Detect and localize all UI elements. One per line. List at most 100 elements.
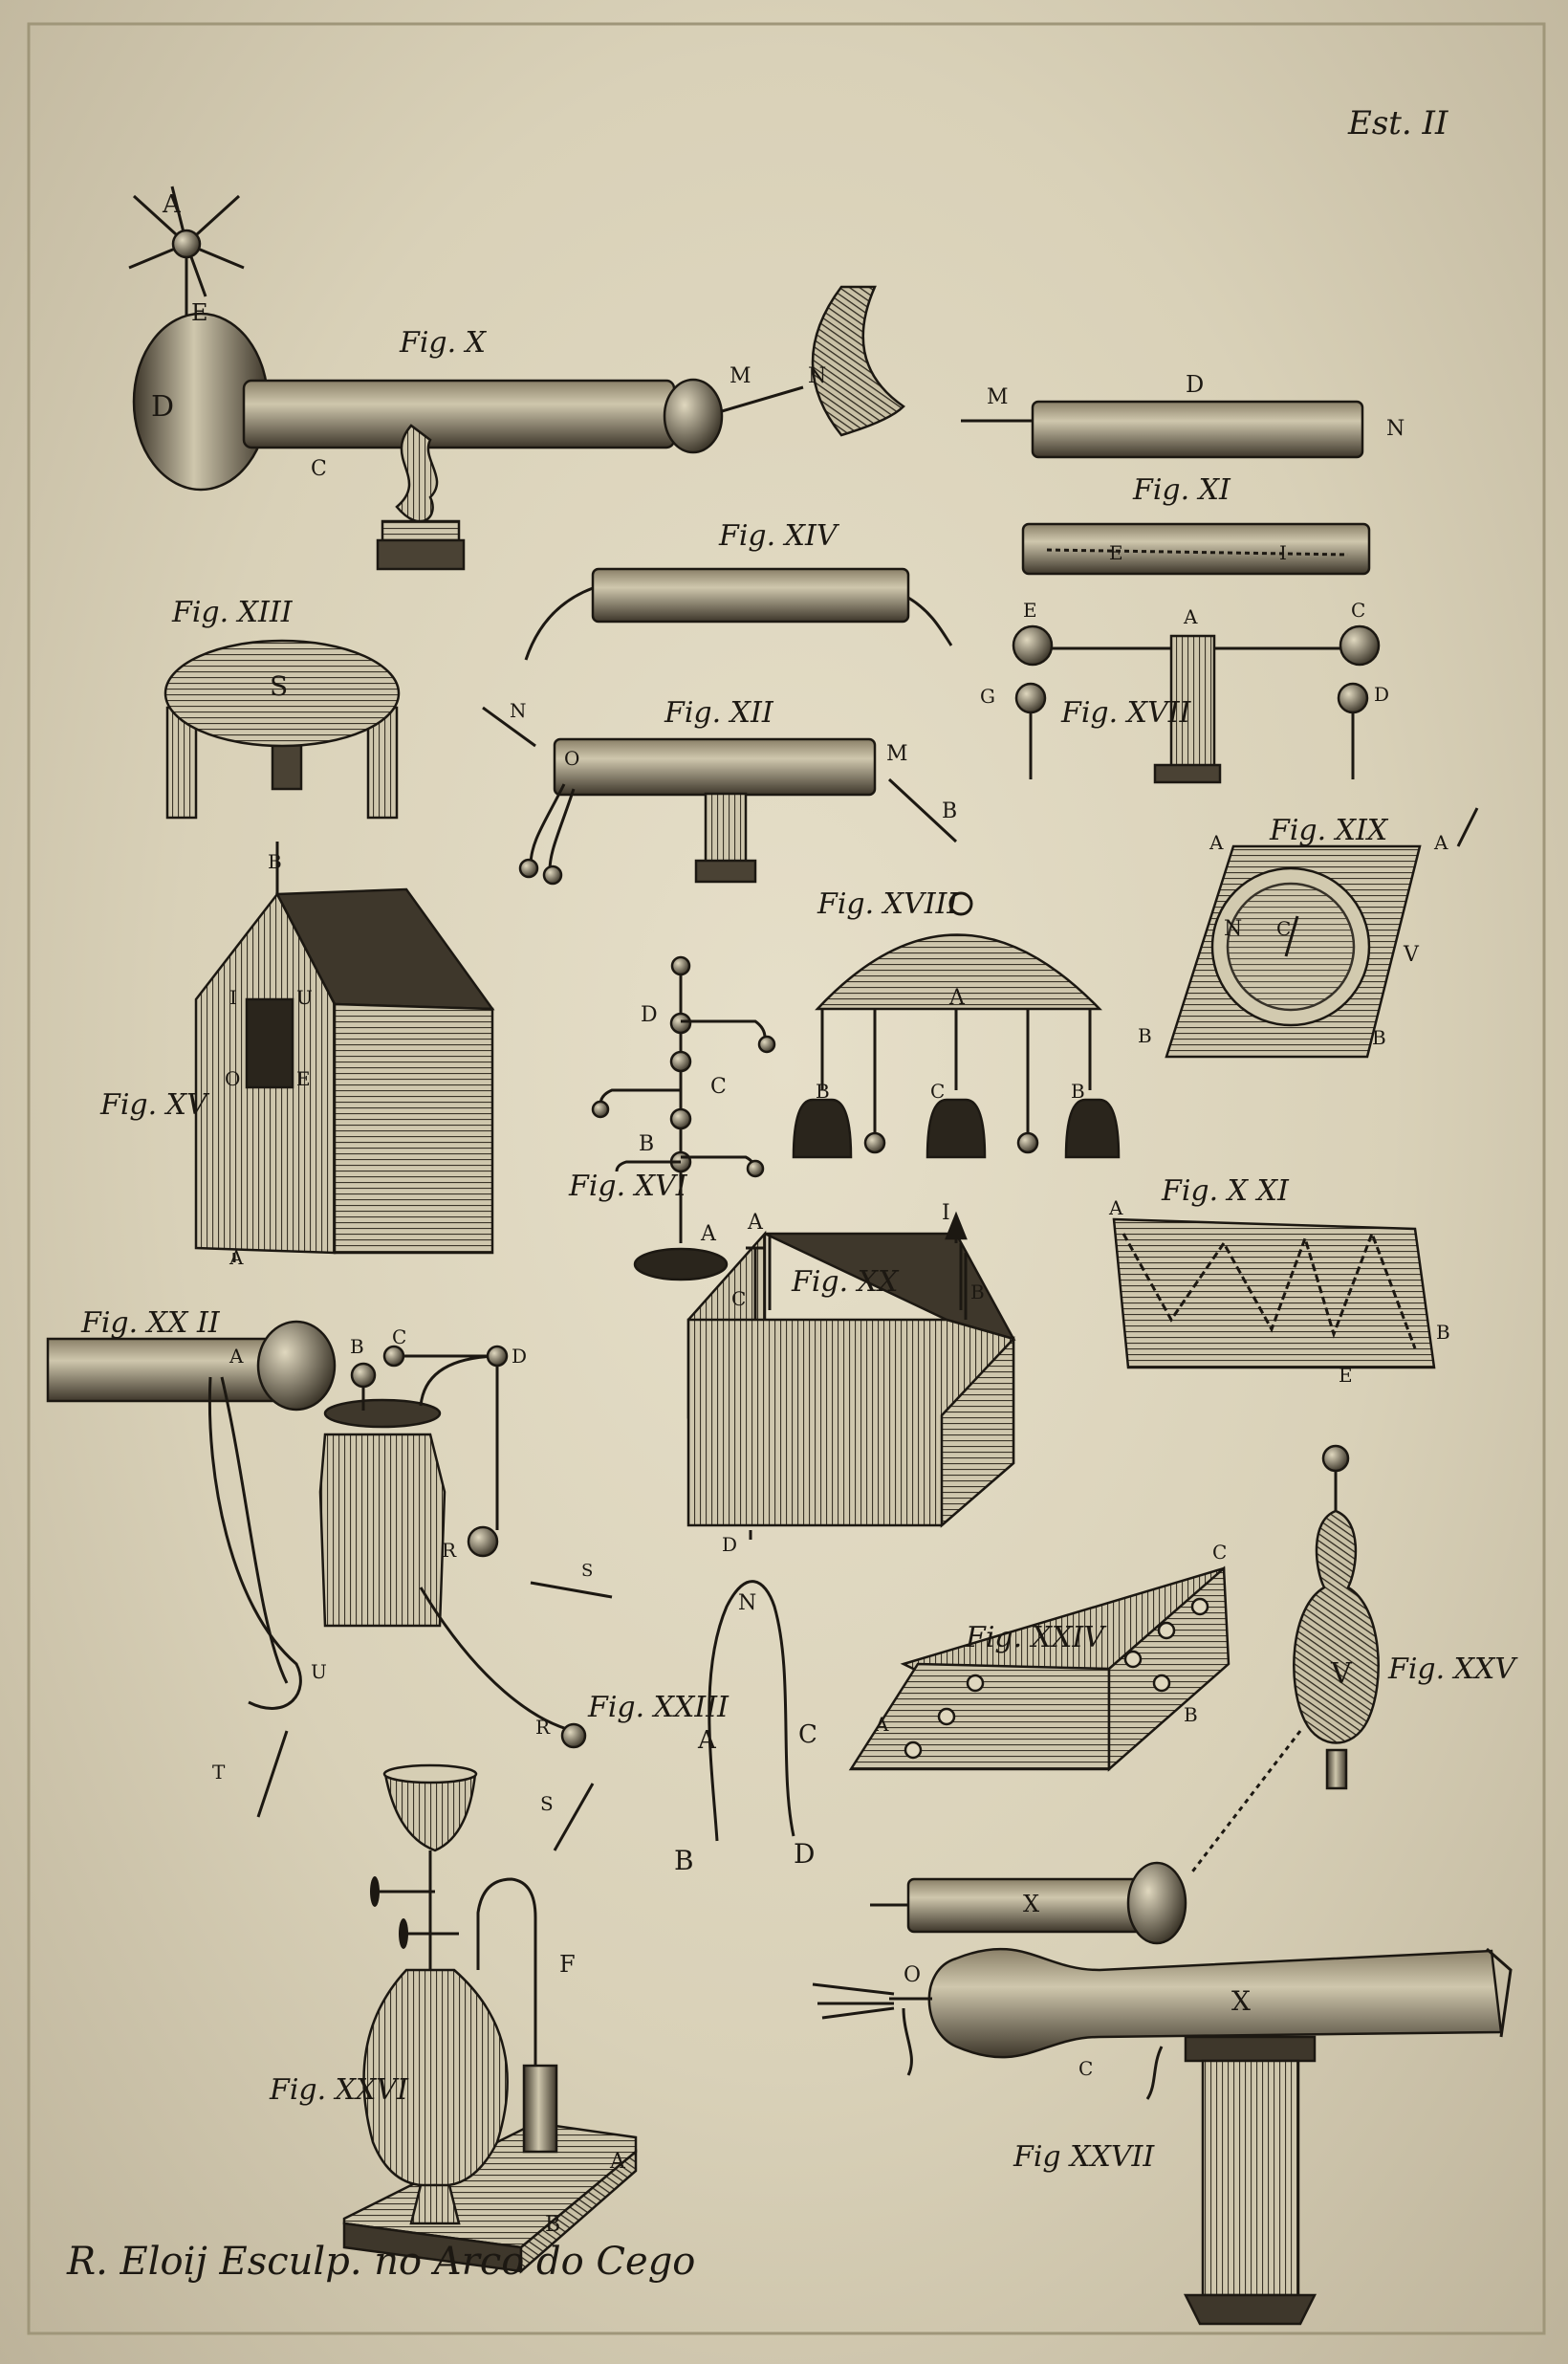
figure-xviii: Fig. XVIII A B C B [792, 887, 1121, 1159]
fig-xvii-caption: Fig. XVII [1060, 696, 1192, 730]
fig-xx-letter-a: A [747, 1211, 764, 1235]
figure-xxvi: Fig. XXVI F A B [269, 1763, 638, 2274]
fig-xix-letter-a1: A [1209, 831, 1224, 854]
fig-x-letter-m: M [730, 364, 751, 388]
fig-xxiii-letter-a: A [697, 1726, 717, 1755]
fig-xv-letter-u: U [296, 986, 313, 1009]
fig-xix-letter-v: V [1403, 943, 1420, 967]
fig-xi-letter-n: N [1386, 417, 1405, 441]
figure-xx: Fig. XX A I C B D [686, 1201, 1016, 1556]
fig-xiii-caption: Fig. XIII [171, 596, 294, 629]
fig-xxv-letter-v: V [1330, 1657, 1353, 1691]
fig-xviii-caption: Fig. XVIII [817, 887, 959, 921]
prime-conductor-tube [242, 379, 676, 449]
fig-xix-letter-c: C [1276, 917, 1291, 940]
fig-xvi-letter-c: C [710, 1075, 727, 1099]
fig-xvii-letter-e: E [1023, 599, 1037, 622]
figure-xiv: Fig. XIV [524, 519, 953, 661]
figure-xii: Fig. XII N O M B [482, 696, 957, 886]
fig-xxiii-letter-n: N [738, 1591, 756, 1615]
fig-xxiv-caption: Fig. XXIV [965, 1621, 1107, 1654]
fig-xxvi-letter-f: F [559, 1951, 576, 1978]
fig-xxiii-letter-b: B [674, 1845, 694, 1876]
fig-xix-letter-b1: B [1138, 1024, 1152, 1047]
figure-xix: Fig. XIX A A N C V B B [1138, 807, 1479, 1059]
figure-xxiv: Fig. XXIV C A B [848, 1541, 1230, 1772]
fig-xxii-letter-d: D [512, 1345, 527, 1368]
figure-xiii: Fig. XIII S [163, 596, 401, 820]
fig-xxi-caption: Fig. X XI [1161, 1174, 1290, 1208]
fig-xxiii-letter-c: C [798, 1720, 817, 1749]
fig-xii-letter-m: M [886, 742, 908, 766]
figure-xv: Fig. XV B I U O E A [99, 842, 495, 1269]
fig-xvi-caption: Fig. XVI [568, 1170, 688, 1203]
fig-xxi-letter-e: E [1339, 1364, 1353, 1387]
fig-xi-caption: Fig. XI [1132, 473, 1231, 507]
fig-xxiv-letter-a: A [874, 1713, 889, 1736]
figure-xxi: Fig. X XI A B E [1108, 1174, 1450, 1387]
fig-xvii-letter-a: A [1183, 605, 1198, 628]
fig-xx-letter-c: C [731, 1287, 746, 1310]
fig-xi-letter-e: E [1109, 541, 1123, 564]
fig-xxvi-letter-b: B [545, 2213, 560, 2237]
fig-xxiii-letter-d: D [794, 1838, 815, 1870]
fig-xii-letter-b: B [942, 799, 957, 823]
fig-xx-letter-d: D [722, 1533, 737, 1556]
figure-xi: Fig. XI M D N E I [961, 371, 1405, 576]
fig-xxiii-letter-s: S [540, 1792, 554, 1815]
fig-xx-caption: Fig. XX [791, 1265, 900, 1299]
fig-xv-letter-b: B [268, 850, 282, 873]
fig-xvi-letter-b: B [639, 1132, 654, 1156]
fig-xxii-letter-b: B [350, 1335, 364, 1358]
fig-xxvi-caption: Fig. XXVI [269, 2073, 409, 2107]
fig-x-letter-d: D [151, 390, 174, 424]
figure-xxvii: Fig XXVII X X O C [812, 1861, 1513, 2326]
fig-xxii-letter-a: A [229, 1345, 244, 1368]
fig-xviii-letter-c: C [930, 1080, 945, 1103]
fig-x-letter-a: A [162, 190, 182, 219]
fig-xvii-letter-c: C [1351, 599, 1365, 622]
figure-xxiii: Fig. XXIII N A C B D R S [535, 1580, 817, 1876]
fig-xxvii-letter-c: C [1078, 2057, 1093, 2080]
fig-xvi-letter-a: A [700, 1222, 717, 1246]
fig-xvii-letter-g: G [980, 685, 995, 708]
fig-xxiv-letter-c: C [1212, 1541, 1227, 1564]
fig-xix-letter-a2: A [1433, 831, 1448, 854]
fig-xix-letter-b2: B [1372, 1026, 1386, 1049]
fig-xxiv-letter-b: B [1184, 1703, 1198, 1726]
fig-xxii-letter-r: R [442, 1539, 457, 1562]
fig-xx-letter-i: I [942, 1201, 950, 1225]
fig-xviii-letter-b1: B [816, 1080, 830, 1103]
fig-xvii-letter-d: D [1374, 683, 1389, 706]
fig-xxvii-caption: Fig XXVII [1013, 2140, 1155, 2174]
fig-xxii-letter-c: C [392, 1325, 406, 1348]
fig-xv-letter-e: E [296, 1067, 311, 1090]
fig-xix-caption: Fig. XIX [1269, 814, 1389, 847]
fig-xxi-letter-b: B [1436, 1321, 1450, 1344]
fig-xvi-letter-d: D [641, 1003, 658, 1027]
fig-xi-letter-m: M [987, 385, 1009, 409]
fig-xv-letter-o: O [225, 1067, 240, 1090]
fig-xxvi-letter-a: A [609, 2150, 626, 2174]
fig-x-caption: Fig. X [399, 326, 488, 360]
fig-xv-caption: Fig. XV [99, 1088, 210, 1122]
fig-xxiii-letter-r: R [535, 1716, 551, 1739]
fig-xxvii-letter-o: O [904, 1963, 921, 1987]
fig-xxii-letter-s: S [581, 1561, 593, 1581]
fig-xxii-letter-t: T [212, 1761, 226, 1784]
fig-xxv-caption: Fig. XXV [1387, 1653, 1518, 1686]
fig-xv-letter-a: A [229, 1246, 244, 1269]
fig-xii-letter-n: N [510, 699, 527, 722]
fig-xiv-caption: Fig. XIV [718, 519, 840, 553]
fig-xi-letter-i: I [1279, 541, 1287, 564]
figure-xvi: Fig. XVI D C B A [568, 955, 776, 1281]
fig-xii-letter-o: O [564, 747, 579, 770]
engraver-signature: R. Eloij Esculp. no Arco do Cego [66, 2240, 695, 2284]
fig-xv-letter-i: I [229, 986, 237, 1009]
fig-xi-letter-d: D [1186, 371, 1204, 398]
fig-xxii-caption: Fig. XX II [80, 1306, 221, 1340]
fig-x-letter-n: N [808, 364, 826, 388]
figure-xvii: Fig. XVII E A C G D [980, 599, 1389, 784]
